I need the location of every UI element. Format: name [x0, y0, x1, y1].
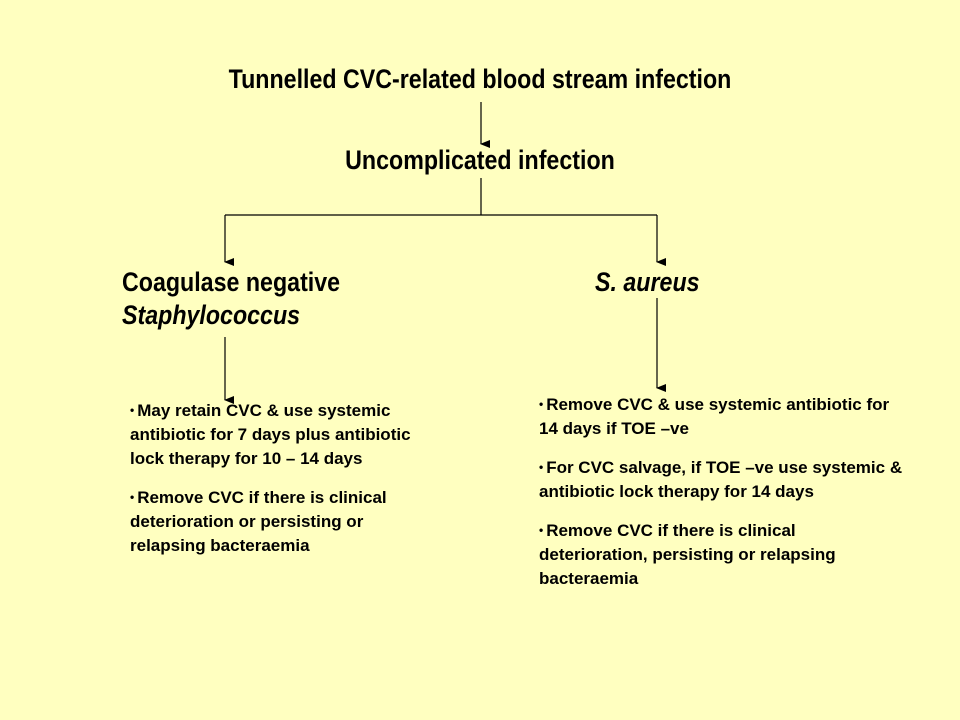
cons-title-line2: Staphylococcus [122, 300, 301, 330]
bullet-text: Remove CVC & use systemic antibiotic for… [539, 395, 890, 438]
list-item: •Remove CVC if there is clinical deterio… [130, 485, 420, 558]
bullet-icon: • [539, 460, 544, 474]
bullet-text: For CVC salvage, if TOE –ve use systemic… [539, 458, 903, 501]
saureus-branch-title: S. aureus [595, 267, 700, 297]
cons-title-line1: Coagulase negative [122, 267, 341, 297]
uncomplicated-infection-node: Uncomplicated infection [345, 145, 615, 175]
bullet-icon: • [130, 403, 135, 417]
cons-bullet-list: •May retain CVC & use systemic antibioti… [130, 398, 420, 572]
list-item: •May retain CVC & use systemic antibioti… [130, 398, 420, 471]
bullet-text: Remove CVC if there is clinical deterior… [130, 488, 387, 555]
flowchart-title: Tunnelled CVC-related blood stream infec… [228, 64, 732, 94]
bullet-text: Remove CVC if there is clinical deterior… [539, 521, 836, 588]
saureus-bullet-list: •Remove CVC & use systemic antibiotic fo… [539, 392, 904, 605]
list-item: •Remove CVC & use systemic antibiotic fo… [539, 392, 904, 441]
bullet-icon: • [539, 523, 544, 537]
list-item: •Remove CVC if there is clinical deterio… [539, 518, 904, 591]
bullet-icon: • [539, 397, 544, 411]
list-item: •For CVC salvage, if TOE –ve use systemi… [539, 455, 904, 504]
bullet-text: May retain CVC & use systemic antibiotic… [130, 401, 411, 468]
cons-branch-title: Coagulase negative Staphylococcus [122, 266, 340, 332]
bullet-icon: • [130, 490, 135, 504]
